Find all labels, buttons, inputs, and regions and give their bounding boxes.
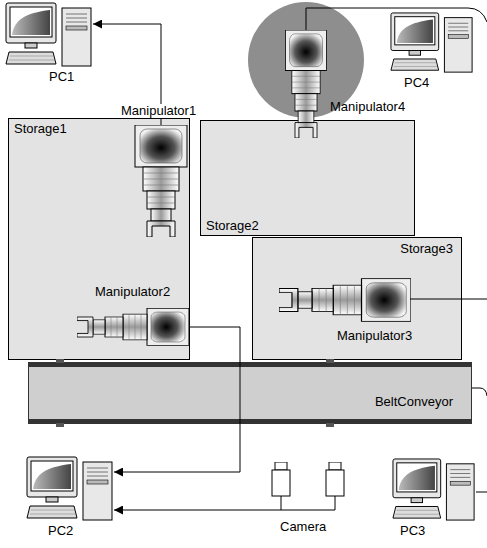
computer-icon [5, 2, 93, 68]
area-label: Storage2 [206, 219, 259, 233]
storage-area: Storage3Manipulator3 [252, 237, 462, 360]
part-label: PC1 [49, 70, 74, 84]
part-label: Camera [280, 520, 326, 534]
manipulator-icon [284, 30, 328, 138]
manipulator-icon [77, 307, 189, 347]
wire [476, 492, 487, 493]
camera-pair-icon [266, 462, 350, 518]
computer: PC2 [26, 456, 114, 522]
part-label: Manipulator2 [95, 285, 170, 299]
area-label: Storage3 [400, 242, 453, 256]
storage-area: Storage2 [200, 120, 415, 236]
computer-icon [26, 456, 114, 522]
manipulator-icon [279, 277, 411, 323]
part-label: PC4 [404, 76, 429, 90]
part-label: PC3 [400, 524, 425, 538]
computer: PC3 [392, 458, 476, 522]
computer: PC1 [5, 2, 93, 68]
storage-area: Storage1 Manipulator1Manipulator2 [8, 118, 190, 360]
computer-icon [390, 12, 474, 74]
area-label: BeltConveyor [375, 395, 453, 409]
signal-wire [114, 510, 266, 511]
part-label: PC2 [48, 524, 73, 538]
wire [472, 388, 487, 396]
computer: PC4 [390, 12, 474, 74]
computer-icon [392, 458, 476, 522]
camera-pair: Camera [266, 462, 350, 518]
manipulator: Manipulator1 [133, 125, 189, 237]
belt-conveyor: BeltConveyor [28, 362, 472, 424]
part-label: Manipulator1 [119, 104, 198, 118]
manipulator-icon [133, 125, 189, 237]
manipulator: Manipulator4 [284, 30, 328, 138]
manipulator: Manipulator2 [77, 307, 189, 347]
part-label: Manipulator3 [337, 329, 412, 343]
part-label: Manipulator4 [330, 100, 405, 114]
area-label: Storage1 [14, 122, 67, 136]
manipulator: Manipulator3 [279, 277, 411, 323]
